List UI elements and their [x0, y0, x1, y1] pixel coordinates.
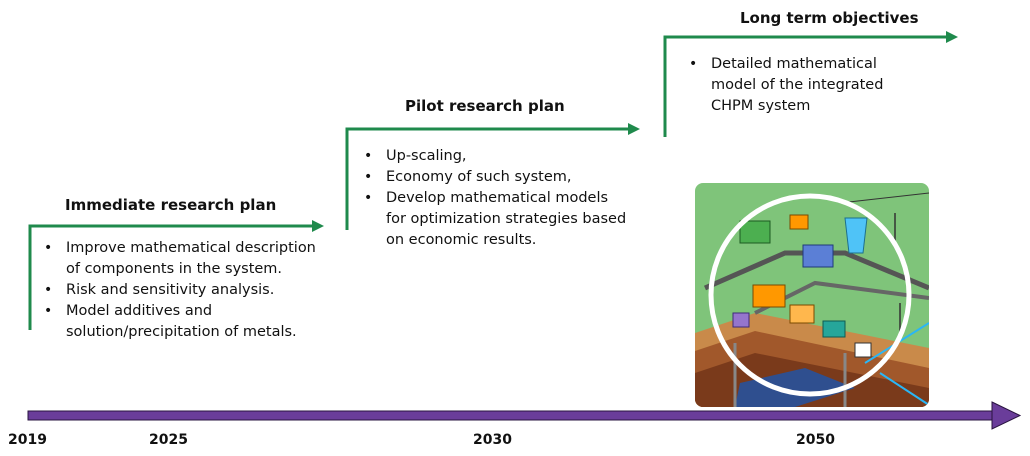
year-label-2050: 2050	[796, 432, 835, 448]
phase-3-title: Long term objectives	[740, 9, 919, 27]
phase-1-arrowhead	[312, 220, 324, 232]
phase-1-bullets: Improve mathematical description of comp…	[40, 238, 330, 343]
year-label-2019: 2019	[8, 432, 47, 448]
phase-2-step-arrow	[345, 127, 628, 230]
phase-3-bullets: Detailed mathematical model of the integ…	[685, 54, 915, 117]
year-label-2025: 2025	[149, 432, 188, 448]
phase-1-step-arrow	[28, 224, 312, 330]
phase-2-bullet-2: Economy of such system,	[360, 167, 630, 188]
phase-2-title: Pilot research plan	[405, 97, 565, 115]
phase-3-arrowhead	[946, 31, 958, 43]
chpm-system-illustration	[695, 183, 929, 407]
phase-1-bullet-3: Model additives and solution/precipitati…	[40, 301, 330, 343]
phase-1-bullet-1: Improve mathematical description of comp…	[40, 238, 330, 280]
timeline-arrowhead	[991, 401, 1022, 430]
timeline-bar	[27, 410, 995, 421]
year-label-2030: 2030	[473, 432, 512, 448]
phase-2-bullets: Up-scaling, Economy of such system, Deve…	[360, 146, 630, 251]
phase-3-step-arrow	[663, 35, 946, 137]
phase-3-bullet-1: Detailed mathematical model of the integ…	[685, 54, 915, 117]
phase-2-bullet-3: Develop mathematical models for optimiza…	[360, 188, 630, 251]
phase-2-bullet-1: Up-scaling,	[360, 146, 630, 167]
phase-1-bullet-2: Risk and sensitivity analysis.	[40, 280, 330, 301]
phase-1-title: Immediate research plan	[65, 196, 277, 214]
phase-2-arrowhead	[628, 123, 640, 135]
